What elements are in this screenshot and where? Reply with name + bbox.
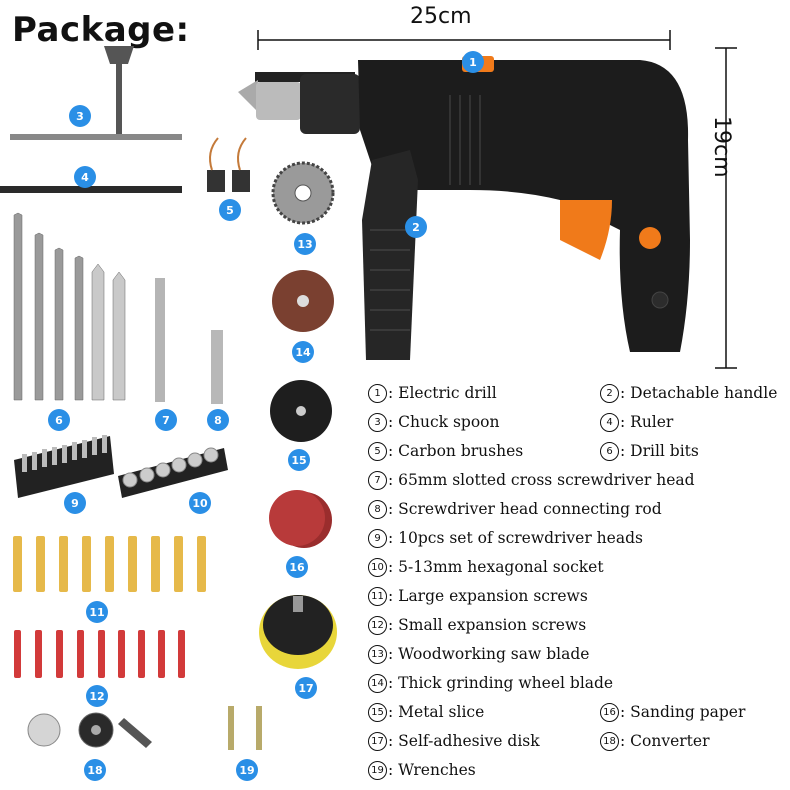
legend-item: 9: 10pcs set of screwdriver heads: [368, 527, 643, 549]
screwdriver-bits-set-image: [14, 435, 114, 498]
metal-slice-image: [270, 380, 332, 442]
drill-bits-image: [13, 212, 126, 401]
legend-item: 5: Carbon brushes: [368, 440, 523, 462]
height-dimension-line: [715, 47, 737, 369]
badge-6: 6: [48, 409, 70, 431]
legend-item: 18: Converter: [600, 730, 709, 752]
legend-item: 8: Screwdriver head connecting rod: [368, 498, 662, 520]
badge-13: 13: [294, 233, 316, 255]
carbon-brushes-image: [207, 137, 250, 192]
badge-4: 4: [74, 166, 96, 188]
electric-drill-image: [238, 56, 690, 360]
screwdriver-head-image: [155, 278, 165, 402]
badge-16: 16: [286, 556, 308, 578]
ruler-image: [0, 186, 182, 193]
legend-item: 13: Woodworking saw blade: [368, 643, 589, 665]
legend-item: 15: Metal slice: [368, 701, 484, 723]
legend-item: 17: Self-adhesive disk: [368, 730, 540, 752]
legend-item: 12: Small expansion screws: [368, 614, 586, 636]
legend-item: 4: Ruler: [600, 411, 673, 433]
legend-item: 10: 5-13mm hexagonal socket: [368, 556, 604, 578]
grinding-wheel-image: [272, 270, 334, 332]
badge-18: 18: [84, 759, 106, 781]
legend-item: 3: Chuck spoon: [368, 411, 500, 433]
woodworking-saw-blade-image: [271, 161, 335, 225]
sanding-paper-image: [269, 490, 332, 548]
hexagonal-socket-image: [118, 447, 228, 498]
badge-10: 10: [189, 492, 211, 514]
large-expansion-screws-image: [13, 536, 206, 592]
legend-item: 14: Thick grinding wheel blade: [368, 672, 613, 694]
badge-5: 5: [219, 199, 241, 221]
badge-15: 15: [288, 449, 310, 471]
legend-item: 16: Sanding paper: [600, 701, 745, 723]
legend-item: 19: Wrenches: [368, 759, 476, 781]
legend-item: 11: Large expansion screws: [368, 585, 588, 607]
chuck-spoon-image: [10, 46, 182, 140]
connecting-rod-image: [211, 330, 223, 404]
badge-14: 14: [292, 341, 314, 363]
badge-7: 7: [155, 409, 177, 431]
width-dimension-label: 25cm: [410, 4, 472, 29]
badge-17: 17: [295, 677, 317, 699]
legend-item: 7: 65mm slotted cross screwdriver head: [368, 469, 695, 491]
self-adhesive-disk-image: [259, 595, 337, 669]
legend-item: 1: Electric drill: [368, 382, 497, 404]
legend-item: 2: Detachable handle: [600, 382, 777, 404]
badge-3: 3: [69, 105, 91, 127]
badge-1: 1: [462, 51, 484, 73]
badge-8: 8: [207, 409, 229, 431]
badge-2: 2: [405, 216, 427, 238]
small-expansion-screws-image: [14, 630, 185, 678]
badge-19: 19: [236, 759, 258, 781]
package-title: Package:: [12, 10, 190, 50]
legend-item: 6: Drill bits: [600, 440, 699, 462]
converter-image: [27, 712, 152, 748]
width-dimension-line: [257, 30, 671, 50]
wrenches-image: [228, 706, 262, 750]
badge-12: 12: [86, 685, 108, 707]
badge-11: 11: [86, 601, 108, 623]
badge-9: 9: [64, 492, 86, 514]
